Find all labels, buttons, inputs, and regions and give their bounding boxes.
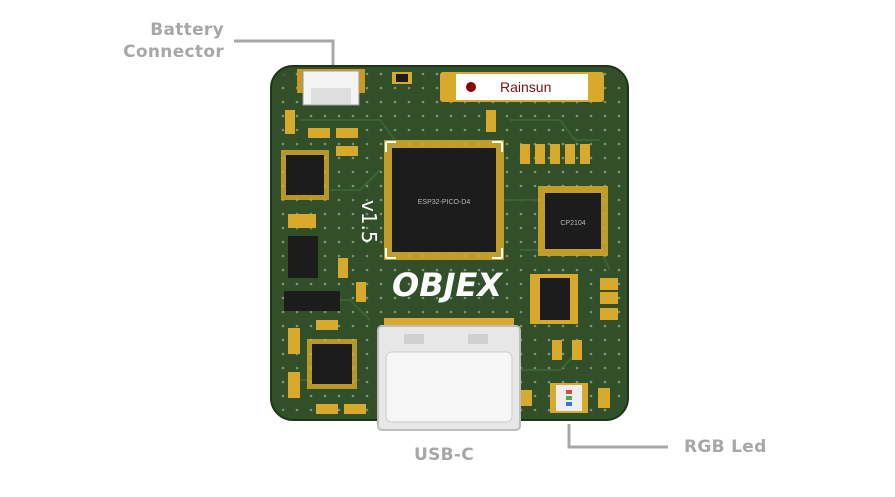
usb-c-label: USB-C — [414, 445, 475, 465]
rgb-callout-line — [567, 424, 668, 449]
battery-connector — [297, 69, 365, 106]
usb-c-connector — [377, 318, 521, 431]
battery-label-line2: Connector — [123, 42, 224, 62]
battery-callout-line — [234, 39, 335, 68]
esp32-label: ESP32-PICO-D4 — [418, 199, 471, 206]
version-label: v1.5 — [357, 200, 381, 244]
antenna: Rainsun — [440, 72, 604, 102]
cp2104-label: CP2104 — [560, 220, 585, 227]
objex-logo: OBJEX — [392, 266, 503, 304]
rgb-led-label: RGB Led — [684, 437, 767, 457]
cp2104-chip: CP2104 — [538, 186, 608, 256]
passive-components — [285, 72, 618, 414]
antenna-brand: Rainsun — [500, 79, 551, 95]
battery-connector-label: Battery Connector — [110, 19, 224, 63]
battery-label-line1: Battery — [150, 20, 224, 40]
small-ics — [281, 150, 578, 389]
antenna-dot — [466, 82, 476, 92]
rgb-led — [550, 383, 588, 413]
esp32-chip: ESP32-PICO-D4 — [384, 140, 504, 260]
